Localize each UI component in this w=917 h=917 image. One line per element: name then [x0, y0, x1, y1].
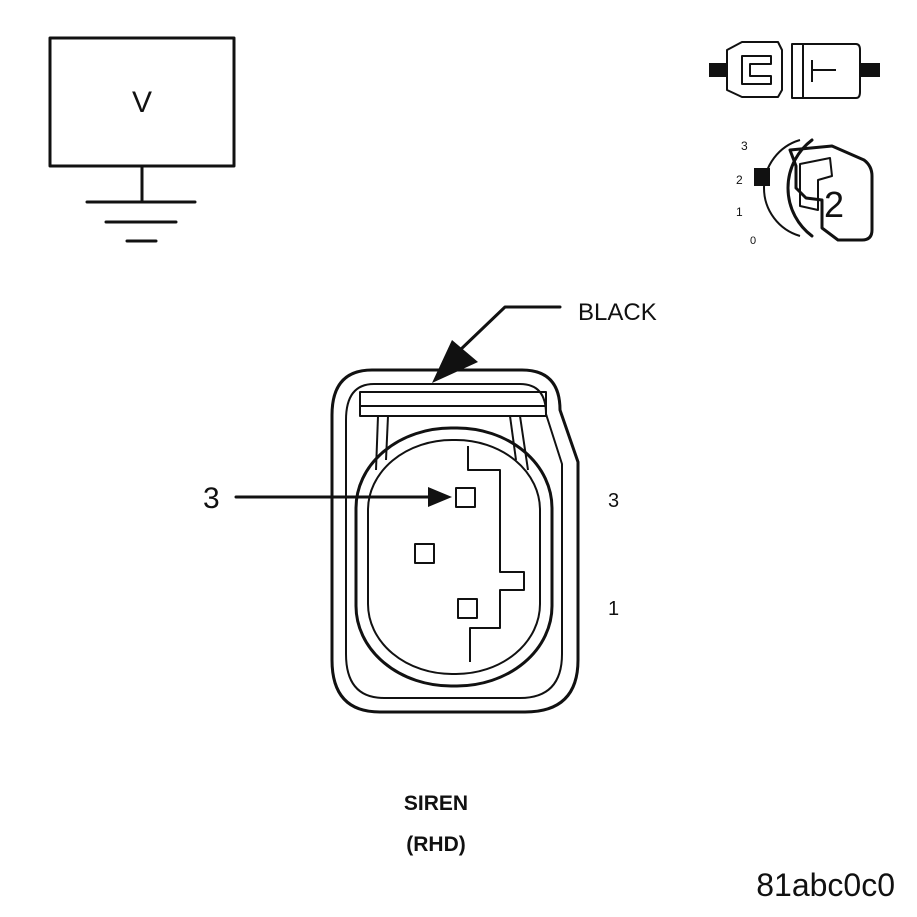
ignition-position-0: 0	[750, 235, 756, 247]
ignition-position-1: 1	[736, 205, 743, 219]
pin-label-3: 3	[608, 490, 619, 512]
probe-callout: 3	[203, 482, 452, 515]
component-variant: (RHD)	[406, 833, 465, 856]
connector-face	[330, 368, 580, 714]
connector-pin-1	[457, 598, 478, 619]
connector-cavity-inner	[367, 439, 541, 675]
probe-pin-number: 3	[203, 482, 220, 515]
connector-disconnected-icon	[709, 41, 880, 99]
connector-color-callout: BLACK	[432, 299, 657, 383]
pin-label-1: 1	[608, 598, 619, 620]
voltmeter-label: V	[132, 86, 152, 119]
ignition-position-3: 3	[741, 139, 748, 153]
ignition-selected-position: 2	[824, 184, 844, 225]
connector-pin-3	[455, 487, 476, 508]
connector-color-label: BLACK	[578, 299, 657, 326]
figure-id: 81abc0c0	[756, 867, 895, 903]
connector-outer-shell	[330, 368, 580, 714]
connector-cavity-outer	[354, 426, 554, 688]
ignition-switch-icon: 3 2 1 0 2	[736, 138, 874, 247]
connector-inner-shell	[345, 383, 563, 699]
component-name: SIREN	[404, 792, 468, 815]
ignition-position-2: 2	[736, 173, 743, 187]
voltmeter-symbol: V	[48, 36, 236, 243]
connector-key-profile	[467, 446, 525, 662]
connector-latch	[359, 391, 547, 417]
connector-pin-2	[414, 543, 435, 564]
